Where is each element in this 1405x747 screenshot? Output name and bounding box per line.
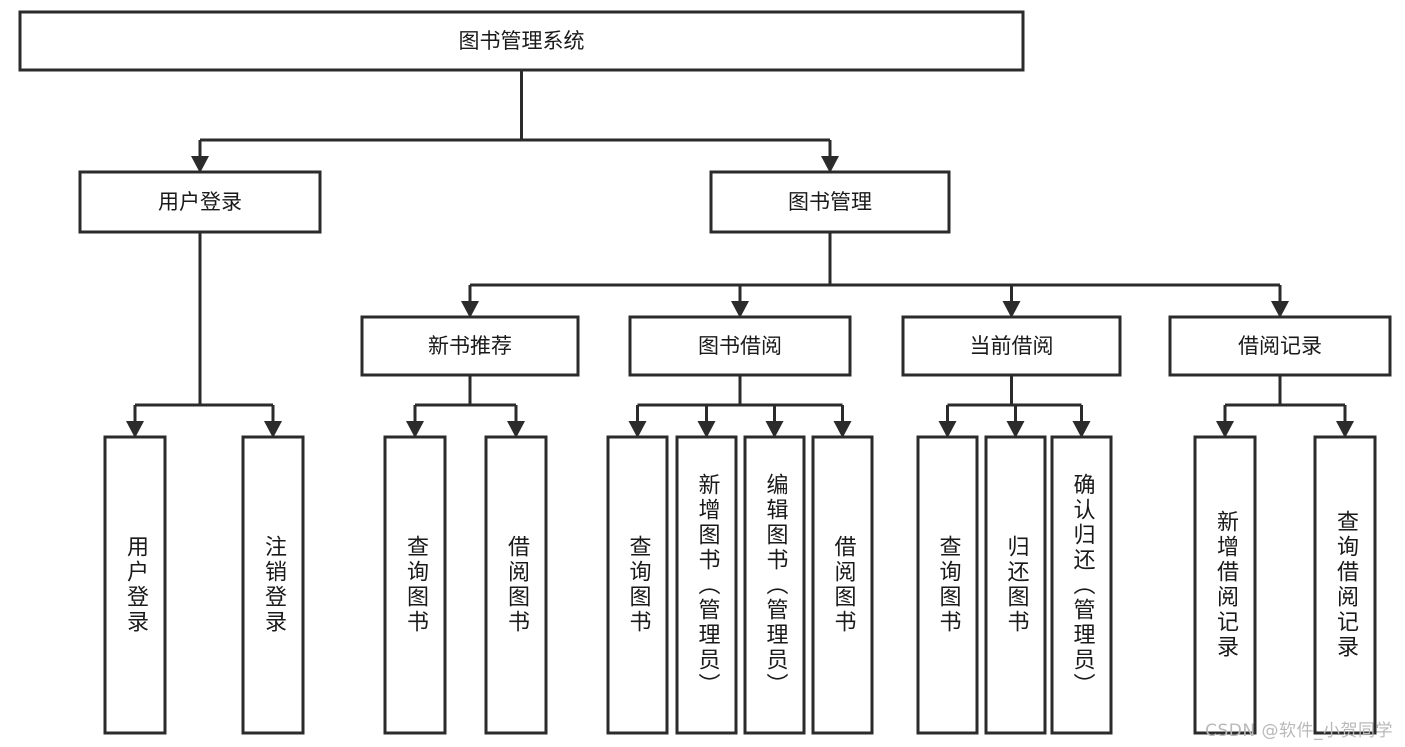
connector-arrow-icon	[821, 156, 839, 173]
connector-arrow-icon	[833, 421, 852, 438]
node-box-leaf-query-book-cur[interactable]	[916, 435, 979, 735]
connector-arrow-icon	[191, 156, 209, 173]
connector-arrow-icon	[731, 301, 749, 318]
node-box-leaf-borrow-book[interactable]	[811, 435, 874, 735]
connector-arrow-icon	[1006, 421, 1025, 438]
connector-arrow-icon	[1072, 421, 1091, 438]
node-box-book-borrow[interactable]	[628, 315, 852, 377]
node-box-leaf-query-book-borrow[interactable]	[606, 435, 669, 735]
node-box-book-manage[interactable]	[709, 170, 951, 234]
connector-arrow-icon	[765, 421, 784, 438]
node-label-current-borrow: 当前借阅	[970, 334, 1054, 358]
connector-arrow-icon	[126, 421, 144, 438]
node-box-leaf-confirm-return[interactable]	[1050, 435, 1113, 735]
node-box-leaf-borrow-book-rec[interactable]	[484, 435, 548, 735]
node-box-current-borrow[interactable]	[901, 315, 1122, 377]
connector-arrow-icon	[938, 421, 957, 438]
node-label-book-borrow: 图书借阅	[698, 334, 782, 358]
node-box-borrow-record[interactable]	[1168, 315, 1392, 377]
node-label-book-manage: 图书管理	[788, 190, 872, 214]
connector-arrow-icon	[628, 421, 647, 438]
node-box-leaf-query-book-rec[interactable]	[383, 435, 447, 735]
node-label-user-login: 用户登录	[158, 190, 242, 214]
connectors-layer	[126, 70, 1354, 438]
node-label-new-book-rec: 新书推荐	[428, 334, 512, 358]
connector-arrow-icon	[264, 421, 282, 438]
node-box-user-login[interactable]	[78, 170, 322, 234]
connector-arrow-icon	[406, 421, 424, 438]
connector-arrow-icon	[697, 421, 716, 438]
connector-arrow-icon	[507, 421, 525, 438]
node-box-leaf-return-book[interactable]	[984, 435, 1047, 735]
node-box-leaf-edit-book[interactable]	[743, 435, 806, 735]
node-label-root: 图书管理系统	[459, 29, 585, 53]
connector-arrow-icon	[1002, 301, 1021, 318]
node-box-root[interactable]	[18, 10, 1025, 72]
node-box-leaf-query-record[interactable]	[1313, 435, 1377, 735]
boxes-layer	[18, 10, 1392, 735]
node-box-leaf-user-login[interactable]	[103, 435, 167, 735]
node-box-new-book-rec[interactable]	[360, 315, 580, 377]
connector-arrow-icon	[1271, 301, 1289, 318]
node-box-leaf-add-book[interactable]	[675, 435, 738, 735]
connector-arrow-icon	[461, 301, 479, 318]
connector-arrow-icon	[1216, 421, 1234, 438]
node-box-leaf-logout[interactable]	[241, 435, 305, 735]
node-box-leaf-add-record[interactable]	[1193, 435, 1257, 735]
connector-arrow-icon	[1336, 421, 1354, 438]
node-label-borrow-record: 借阅记录	[1238, 334, 1322, 358]
